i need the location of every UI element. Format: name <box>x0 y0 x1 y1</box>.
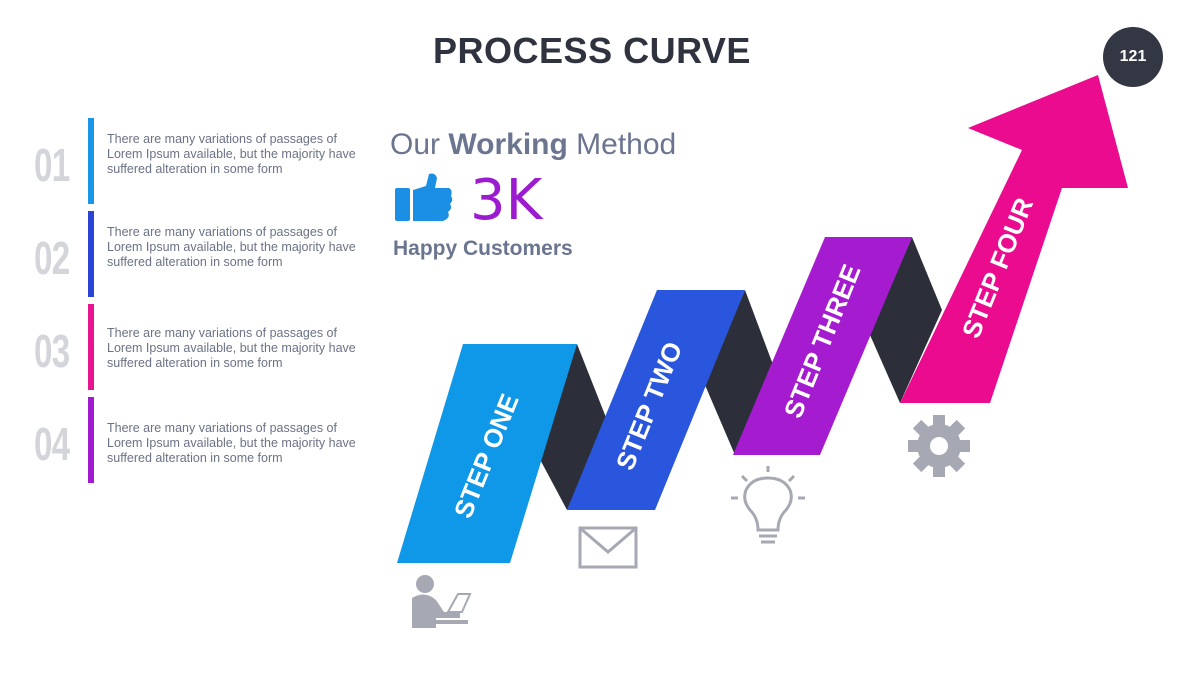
stat-label: Happy Customers <box>393 237 573 260</box>
fold-3 <box>870 237 942 403</box>
fold-2 <box>705 290 775 455</box>
item-bar <box>88 118 94 204</box>
stat-value: 3K <box>470 168 543 233</box>
list-item: 04 There are many variations of passages… <box>0 397 360 483</box>
item-text: There are many variations of passages of… <box>107 326 356 370</box>
fold-1 <box>535 344 607 510</box>
gear-icon <box>908 415 970 477</box>
step-one-band <box>397 344 577 563</box>
list-item: 01 There are many variations of passages… <box>0 118 360 204</box>
page-title: PROCESS CURVE <box>433 30 751 71</box>
page-number-badge: 121 <box>1103 27 1163 87</box>
section-heading: Our Working Method <box>390 128 677 161</box>
item-bar <box>88 211 94 297</box>
item-bar <box>88 304 94 390</box>
item-number: 01 <box>34 139 70 191</box>
person-laptop-icon <box>412 575 472 628</box>
list-item: 03 There are many variations of passages… <box>0 304 360 390</box>
list-item: 02 There are many variations of passages… <box>0 211 360 297</box>
step-two-band <box>567 290 745 510</box>
envelope-icon <box>578 526 638 569</box>
item-number: 03 <box>34 325 70 377</box>
item-bar <box>88 397 94 483</box>
thumbs-up-icon <box>395 173 453 221</box>
item-text: There are many variations of passages of… <box>107 225 356 269</box>
item-text: There are many variations of passages of… <box>107 421 356 465</box>
lightbulb-icon <box>731 466 805 544</box>
step-three-band <box>733 237 912 455</box>
step-four-arrow <box>900 75 1128 403</box>
item-number: 02 <box>34 232 70 284</box>
item-text: There are many variations of passages of… <box>107 132 356 176</box>
item-number: 04 <box>34 418 70 470</box>
